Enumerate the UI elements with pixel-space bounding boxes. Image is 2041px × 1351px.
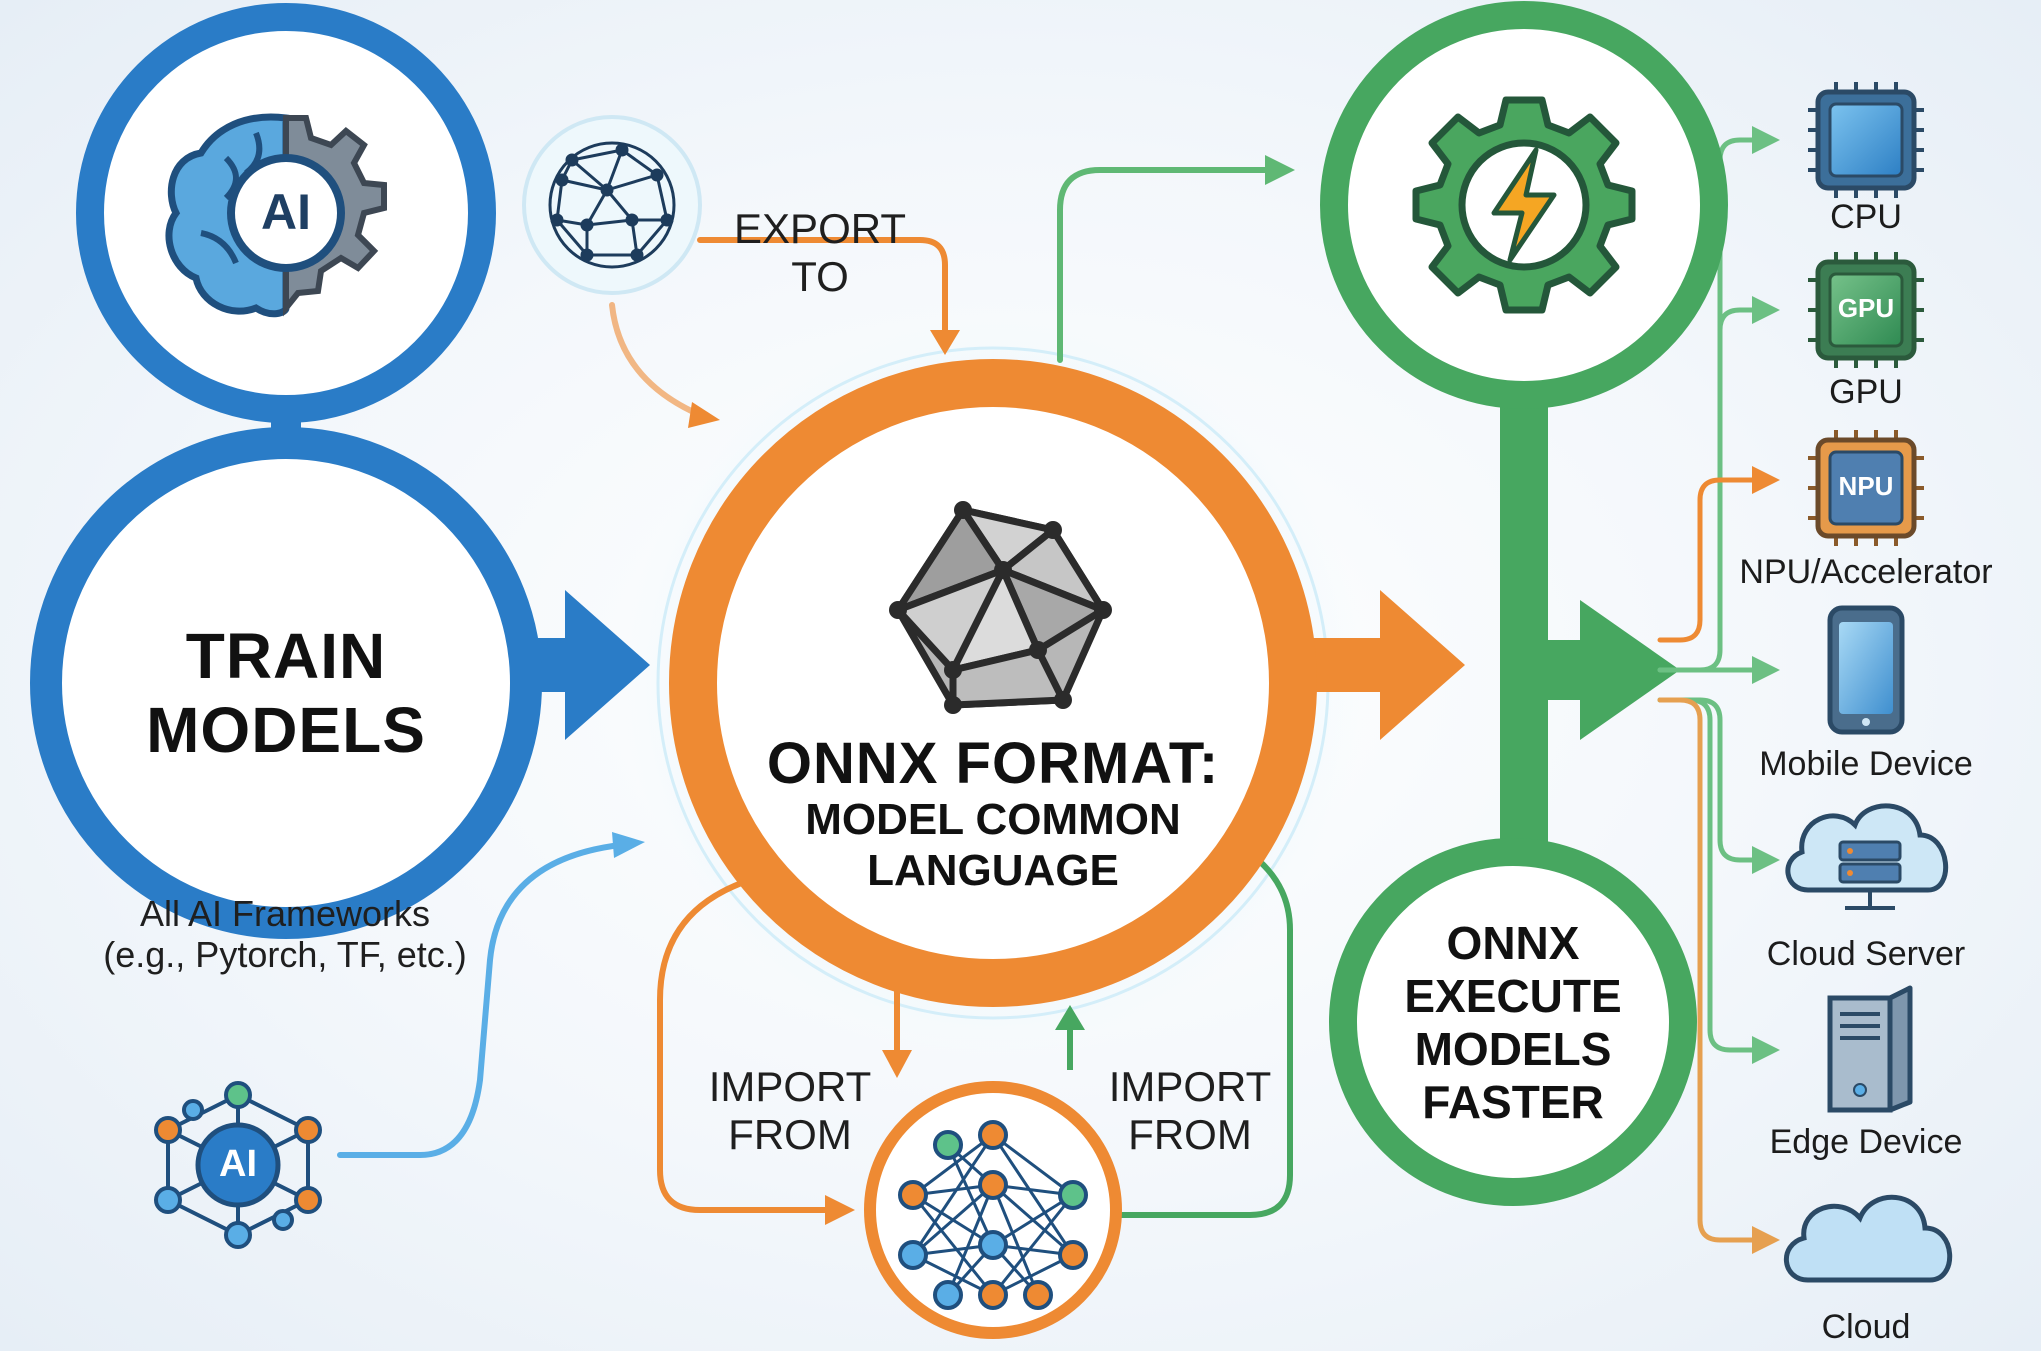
target-label-edge: Edge Device bbox=[1769, 1123, 1963, 1161]
import-left-line bbox=[657, 877, 833, 1213]
train-title-line1: TRAIN bbox=[185, 620, 387, 692]
onnx-to-execute-arrow bbox=[1290, 590, 1465, 740]
execute-line2: EXECUTE bbox=[1404, 969, 1622, 1022]
import-left-label: IMPORT FROM bbox=[670, 1063, 910, 1160]
import-right-up-arrow-head bbox=[1055, 1005, 1085, 1030]
export-label-line2: TO bbox=[791, 253, 849, 301]
onnx-subtitle-line1: MODEL COMMON bbox=[805, 795, 1181, 844]
execute-connector-bar bbox=[1500, 395, 1548, 895]
edge-device-icon bbox=[1827, 985, 1913, 1113]
import-right-line bbox=[1117, 847, 1293, 1218]
onnx-subtitle-line2: LANGUAGE bbox=[867, 845, 1119, 895]
npu-chip-text: NPU bbox=[1838, 471, 1894, 501]
target-arrowheads bbox=[1752, 126, 1780, 1254]
gpu-chip-icon bbox=[1808, 252, 1924, 368]
import-left-line1: IMPORT bbox=[708, 1063, 872, 1110]
train-subtitle-line2: (e.g., Pytorch, TF, etc.) bbox=[103, 934, 467, 976]
execute-top-line bbox=[1057, 167, 1273, 363]
execute-line4: FASTER bbox=[1422, 1075, 1604, 1128]
ai-network-arrow-head bbox=[612, 832, 645, 858]
target-label-cloud-server: Cloud Server bbox=[1766, 935, 1966, 973]
export-arrow-line-2 bbox=[609, 302, 703, 418]
train-title: TRAIN MODELS bbox=[96, 620, 476, 767]
ai-network-line bbox=[337, 842, 623, 1158]
execute-line3: MODELS bbox=[1414, 1022, 1612, 1075]
train-subtitle: All AI Frameworks (e.g., Pytorch, TF, et… bbox=[60, 893, 510, 976]
import-right-line1: IMPORT bbox=[1108, 1063, 1272, 1110]
onnx-title: ONNX FORMAT: bbox=[766, 731, 1220, 796]
gpu-chip-text: GPU bbox=[1837, 293, 1895, 323]
export-label: EXPORT TO bbox=[715, 205, 925, 302]
mobile-device-icon bbox=[1827, 605, 1905, 735]
gear-lightning-icon bbox=[1412, 96, 1636, 314]
train-subtitle-line1: All AI Frameworks bbox=[139, 893, 431, 934]
cloud-server-icon bbox=[1785, 803, 1949, 910]
import-left-line2: FROM bbox=[728, 1111, 852, 1159]
polyhedron-icon bbox=[889, 501, 1112, 714]
export-arrow-line bbox=[697, 237, 948, 338]
cloud-icon bbox=[1784, 1194, 1953, 1283]
train-circle bbox=[30, 427, 542, 939]
import-right-label: IMPORT FROM bbox=[1070, 1063, 1310, 1160]
execute-circle bbox=[1329, 838, 1697, 1206]
import-left-arrow-head bbox=[825, 1195, 855, 1225]
target-label-cloud: Cloud bbox=[1821, 1308, 1911, 1346]
target-label-mobile: Mobile Device bbox=[1759, 745, 1973, 783]
onnx-down-arrow-head bbox=[882, 1050, 912, 1078]
ai-network-icon bbox=[154, 1081, 322, 1249]
neural-net-circle bbox=[864, 1081, 1122, 1339]
execute-line1: ONNX bbox=[1446, 917, 1580, 969]
export-label-line1: EXPORT bbox=[734, 205, 906, 252]
execute-top-arrow-head bbox=[1265, 155, 1295, 185]
train-title-line2: MODELS bbox=[146, 693, 426, 766]
target-label-gpu: GPU bbox=[1829, 373, 1903, 411]
cpu-chip-icon bbox=[1808, 82, 1924, 198]
export-arrow-head bbox=[930, 330, 960, 355]
npu-chip-icon bbox=[1808, 430, 1924, 546]
sphere-network-icon bbox=[548, 141, 676, 269]
target-fanout-lines bbox=[1657, 137, 1758, 1243]
execute-label: ONNX EXECUTE MODELS FASTER bbox=[1363, 917, 1663, 1129]
ai-network-text: AI bbox=[219, 1143, 257, 1185]
train-icon-ai-text: AI bbox=[261, 184, 311, 240]
import-right-line2: FROM bbox=[1128, 1111, 1252, 1159]
export-arrow-head-2 bbox=[688, 402, 720, 428]
target-label-npu: NPU/Accelerator bbox=[1739, 553, 1993, 591]
onnx-subtitle: MODEL COMMON LANGUAGE bbox=[743, 795, 1243, 896]
execute-out-arrow bbox=[1548, 600, 1680, 740]
neural-network-icon bbox=[898, 1120, 1088, 1310]
brain-gear-ai-icon bbox=[165, 113, 387, 318]
target-label-cpu: CPU bbox=[1830, 198, 1902, 236]
train-to-onnx-arrow bbox=[490, 590, 650, 740]
